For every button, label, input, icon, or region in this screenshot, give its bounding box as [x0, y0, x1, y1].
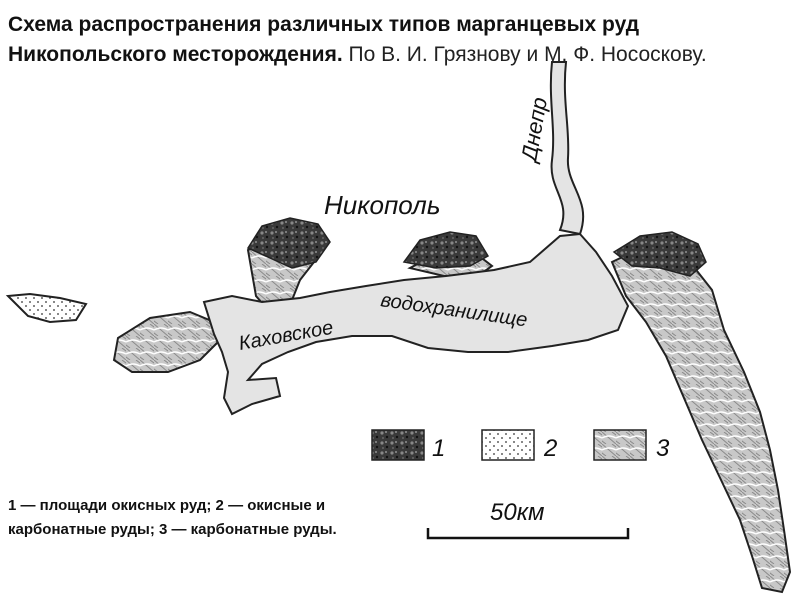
scale-bar: 50км [426, 499, 630, 540]
legend-swatch-dotted [481, 429, 535, 461]
legend-caption: 1 — площади окисных руд; 2 — окисные и к… [8, 497, 337, 538]
legend-swatch-oxide [371, 429, 425, 461]
river-label: Днепр [516, 95, 552, 166]
map-attribution: По В. И. Грязнову и М. Ф. Нососкову. [348, 43, 707, 66]
scale-line [426, 528, 630, 540]
city-label: Никополь [324, 190, 441, 220]
kakhovka-reservoir [202, 232, 630, 416]
oxide-area-east [612, 231, 707, 277]
dotted-area-far-west [5, 292, 88, 324]
map-title: Схема распространения различных типов ма… [8, 13, 640, 66]
legend-number-3: 3 [656, 435, 670, 462]
map-legend: 1 2 3 [371, 429, 670, 462]
carbonate-area-west [112, 310, 220, 373]
dnieper-river [549, 61, 585, 236]
carbonate-area-southeast [610, 242, 792, 594]
legend-swatch-carbonate [593, 429, 647, 461]
scale-label: 50км [490, 499, 544, 526]
legend-number-2: 2 [543, 435, 557, 462]
title-block: Схема распространения различных типов ма… [8, 10, 788, 70]
legend-number-1: 1 [432, 435, 445, 462]
oxide-area-nikopol [246, 217, 331, 269]
oxide-area-center [402, 231, 490, 269]
